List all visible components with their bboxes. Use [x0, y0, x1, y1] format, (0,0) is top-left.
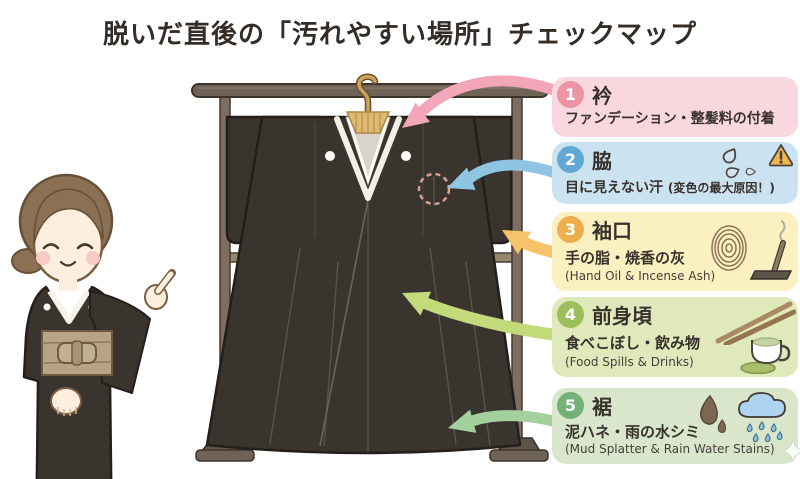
note-title: 袖口 [592, 219, 632, 243]
note-description: 目に見えない汗 (変色の最大原因！) [565, 180, 775, 196]
teacup-icon [740, 337, 791, 374]
kimono-rack-illustration [191, 73, 549, 462]
chopsticks-icon [715, 301, 796, 345]
note-description: 手の脂・焼香の灰 [565, 249, 686, 267]
note-front-body: 4 前身頃 食べこぼし・飲み物 (Food Spills & Drinks) [552, 297, 798, 377]
mon-crest [325, 151, 335, 161]
note-description: ファンデーション・整髪料の付着 [565, 111, 775, 127]
page-title: 脱いだ直後の「汚れやすい場所」チェックマップ [102, 20, 697, 50]
kimono [205, 111, 522, 455]
woman-fringe [33, 188, 104, 244]
rack-top-bar [191, 83, 549, 98]
note-title: 前身頃 [592, 304, 652, 328]
kimono-okumi-seam [319, 199, 369, 447]
note-cuff: 3 袖口 手の脂・焼香の灰 (Hand Oil & Incense Ash) [552, 212, 798, 291]
cheek-blush [86, 251, 100, 265]
rack-foot-left [195, 449, 255, 462]
note-number-badge: 4 [557, 301, 584, 328]
kimono-collar [334, 111, 402, 201]
guide-woman-illustration [11, 173, 176, 479]
mon-crest [401, 151, 411, 161]
closed-eye-left [42, 243, 60, 250]
closed-eye-right [76, 243, 94, 250]
kimono-body [205, 115, 522, 455]
smile [59, 260, 77, 267]
woman-neck [59, 277, 77, 291]
water-drops-icon [722, 148, 756, 179]
woman-kimono-body [22, 285, 151, 479]
note-description-note: (変色の最大原因！) [667, 181, 775, 195]
rack-foot-right [489, 449, 549, 462]
rain-cloud-icon [738, 392, 786, 443]
note-title: 衿 [592, 84, 612, 108]
note-english: (Mud Splatter & Rain Water Stains) [565, 442, 775, 456]
woman-left-hand [50, 387, 82, 416]
note-hem: 5 裾 泥ハネ・雨の水シミ (Mud Splatter & Rain Water… [552, 388, 800, 464]
note-collar: 1 衿 ファンデーション・整髪料の付着 [552, 77, 798, 137]
note-number-badge: 1 [557, 81, 584, 108]
woman-collar [47, 289, 91, 324]
cheek-blush [36, 251, 50, 265]
woman-obi-belt [41, 330, 113, 376]
note-title: 脇 [592, 149, 612, 173]
mud-drops-icon [700, 394, 727, 434]
kimono-fold-lines [269, 247, 491, 447]
pointing-hand [144, 269, 176, 310]
note-number-badge: 3 [557, 216, 584, 243]
note-armpit: 2 脇 目に見えない汗 (変色の最大原因！) [552, 142, 798, 204]
note-english: (Hand Oil & Incense Ash) [565, 269, 716, 283]
note-description: 食べこぼし・飲み物 [565, 334, 701, 352]
sparkle-icon [782, 440, 800, 462]
incense-icon [749, 220, 793, 280]
hanger-hook-icon [355, 73, 379, 118]
note-number-badge: 2 [557, 146, 584, 173]
woman-face [32, 188, 104, 284]
note-description: 泥ハネ・雨の水シミ [565, 423, 701, 441]
mon-crest [43, 303, 51, 311]
note-number-badge: 5 [557, 392, 584, 419]
fingerprint-icon [711, 225, 747, 271]
note-english: (Food Spills & Drinks) [565, 355, 694, 369]
warning-icon [768, 144, 794, 167]
note-title: 裾 [592, 395, 612, 419]
